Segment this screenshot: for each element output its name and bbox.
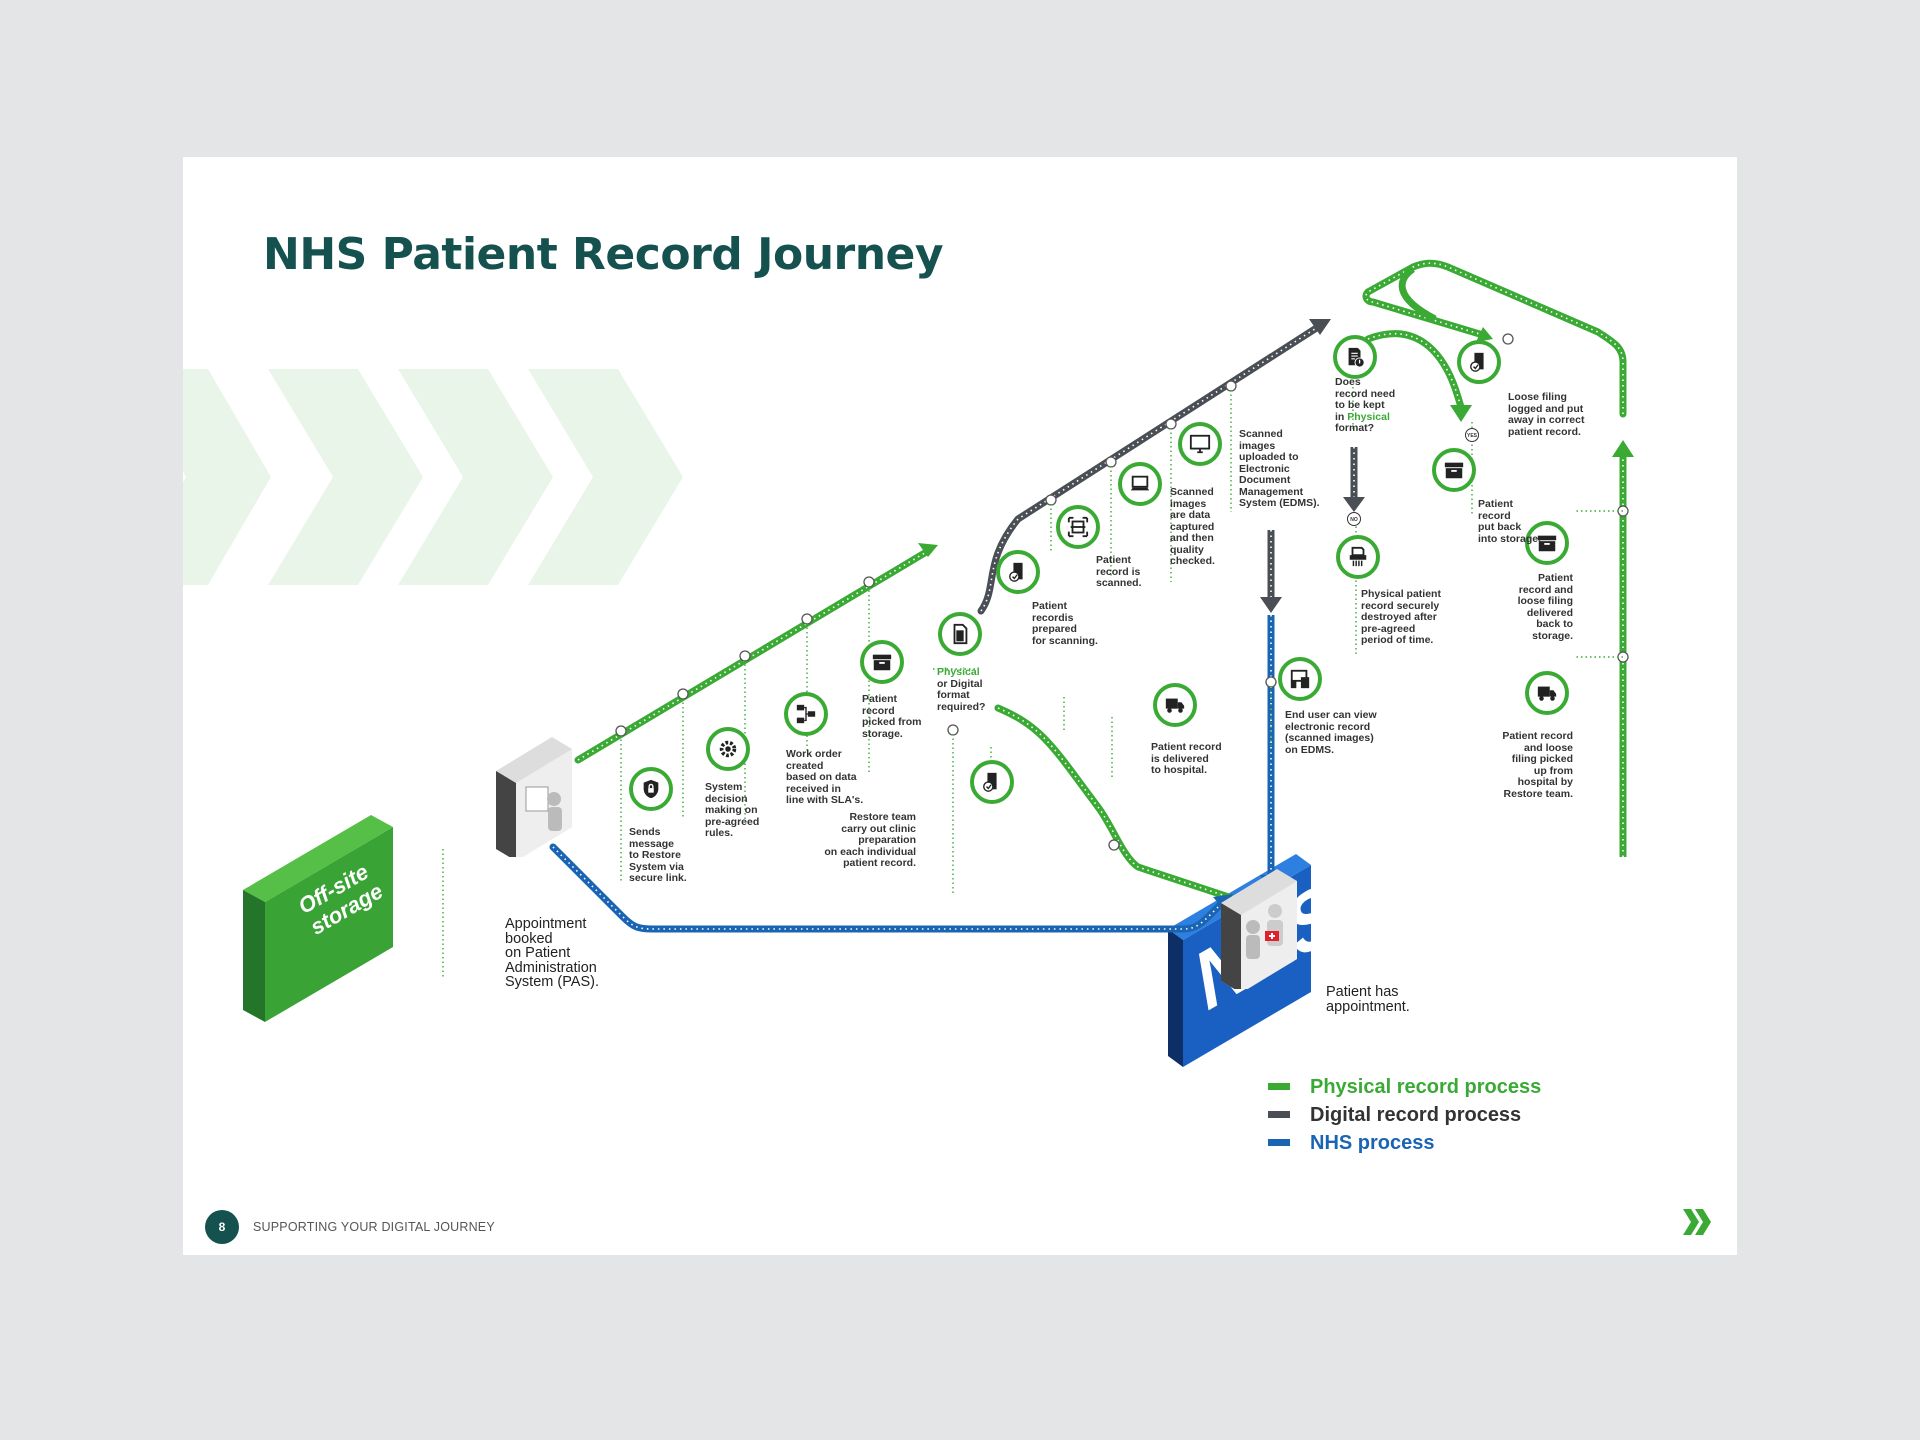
legend-swatch-nhs xyxy=(1268,1139,1290,1146)
label-appointment: Patient has appointment. xyxy=(1326,984,1410,1015)
label-kept-physical: Physical xyxy=(1347,410,1390,423)
label-workorder: Work order created based on data receive… xyxy=(786,748,864,806)
archive-box-icon-putback xyxy=(1432,448,1476,492)
label-delivered-back: Patient record and loose filing delivere… xyxy=(1517,572,1573,642)
label-destroyed: Physical patient record securely destroy… xyxy=(1361,588,1441,646)
page-number: 8 xyxy=(205,1210,239,1244)
document-icon xyxy=(938,612,982,656)
label-delivered: Patient record is delivered to hospital. xyxy=(1151,741,1222,776)
legend-swatch-digital xyxy=(1268,1111,1290,1118)
footer-text: SUPPORTING YOUR DIGITAL JOURNEY xyxy=(253,1220,495,1234)
label-putback: Patient record put back into storage. xyxy=(1478,498,1542,545)
archive-box-icon xyxy=(860,640,904,684)
legend-item-physical: Physical record process xyxy=(1268,1073,1541,1101)
label-format-physical: Physical xyxy=(937,666,980,678)
workflow-icon xyxy=(784,692,828,736)
label-pas: Appointment booked on Patient Administra… xyxy=(505,916,599,990)
label-scanned: Patient record is scanned. xyxy=(1096,554,1142,589)
legend-label-physical: Physical record process xyxy=(1310,1076,1542,1098)
scanner-icon xyxy=(1056,505,1100,549)
legend-swatch-physical xyxy=(1268,1083,1290,1090)
label-format: Physical or Digital format required? xyxy=(937,666,986,713)
legend-item-digital: Digital record process xyxy=(1268,1101,1541,1129)
arrow-head xyxy=(918,543,938,557)
offsite-storage-block xyxy=(243,815,393,1022)
label-kept-a: Does record need to be kept in xyxy=(1335,376,1396,423)
label-captured: Scanned images are data captured and the… xyxy=(1170,486,1215,567)
document-check-icon xyxy=(996,550,1040,594)
laptop-icon xyxy=(1118,462,1162,506)
label-uploaded: Scanned images uploaded to Electronic Do… xyxy=(1239,428,1320,509)
label-enduser: End user can view electronic record (sca… xyxy=(1285,709,1377,756)
label-kept-c: format? xyxy=(1335,422,1375,434)
page: NHS Patient Record Journey xyxy=(183,157,1737,1255)
gear-icon xyxy=(706,727,750,771)
yes-badge: YES xyxy=(1465,428,1479,442)
label-sends: Sends message to Restore System via secu… xyxy=(629,826,687,884)
label-loose: Loose filing logged and put away in corr… xyxy=(1508,391,1585,438)
label-format-rest: or Digital format required? xyxy=(937,677,986,713)
legend-item-nhs: NHS process xyxy=(1268,1129,1541,1157)
legend-label-nhs: NHS process xyxy=(1310,1132,1435,1154)
label-prepared: Patient recordis prepared for scanning. xyxy=(1032,600,1098,647)
monitor-icon xyxy=(1178,422,1222,466)
label-kept: Does record need to be kept in Physical … xyxy=(1335,376,1396,435)
truck-icon-pickup xyxy=(1525,671,1569,715)
document-check-icon-clinic xyxy=(970,760,1014,804)
legend-label-digital: Digital record process xyxy=(1310,1104,1522,1126)
background-chevrons xyxy=(183,369,683,585)
page-title: NHS Patient Record Journey xyxy=(263,229,944,280)
appointment-icon xyxy=(1221,869,1297,989)
legend: Physical record process Digital record p… xyxy=(1268,1073,1541,1157)
pas-computer-icon xyxy=(496,737,572,857)
devices-icon xyxy=(1278,657,1322,701)
shredder-icon xyxy=(1336,535,1380,579)
no-badge: NO xyxy=(1347,512,1361,526)
label-decision: System decision making on pre-agreed rul… xyxy=(705,781,760,839)
document-check-icon-loose xyxy=(1457,340,1501,384)
archive-box-icon-delivered xyxy=(1525,521,1569,565)
label-clinic: Restore team carry out clinic preparatio… xyxy=(824,811,916,869)
label-pickedup: Patient record and loose filing picked u… xyxy=(1502,730,1573,800)
label-picked: Patient record picked from storage. xyxy=(862,693,922,740)
document-alert-icon xyxy=(1333,335,1377,379)
chevron-right-icon xyxy=(1683,1209,1711,1235)
lock-icon xyxy=(629,767,673,811)
truck-icon xyxy=(1153,683,1197,727)
